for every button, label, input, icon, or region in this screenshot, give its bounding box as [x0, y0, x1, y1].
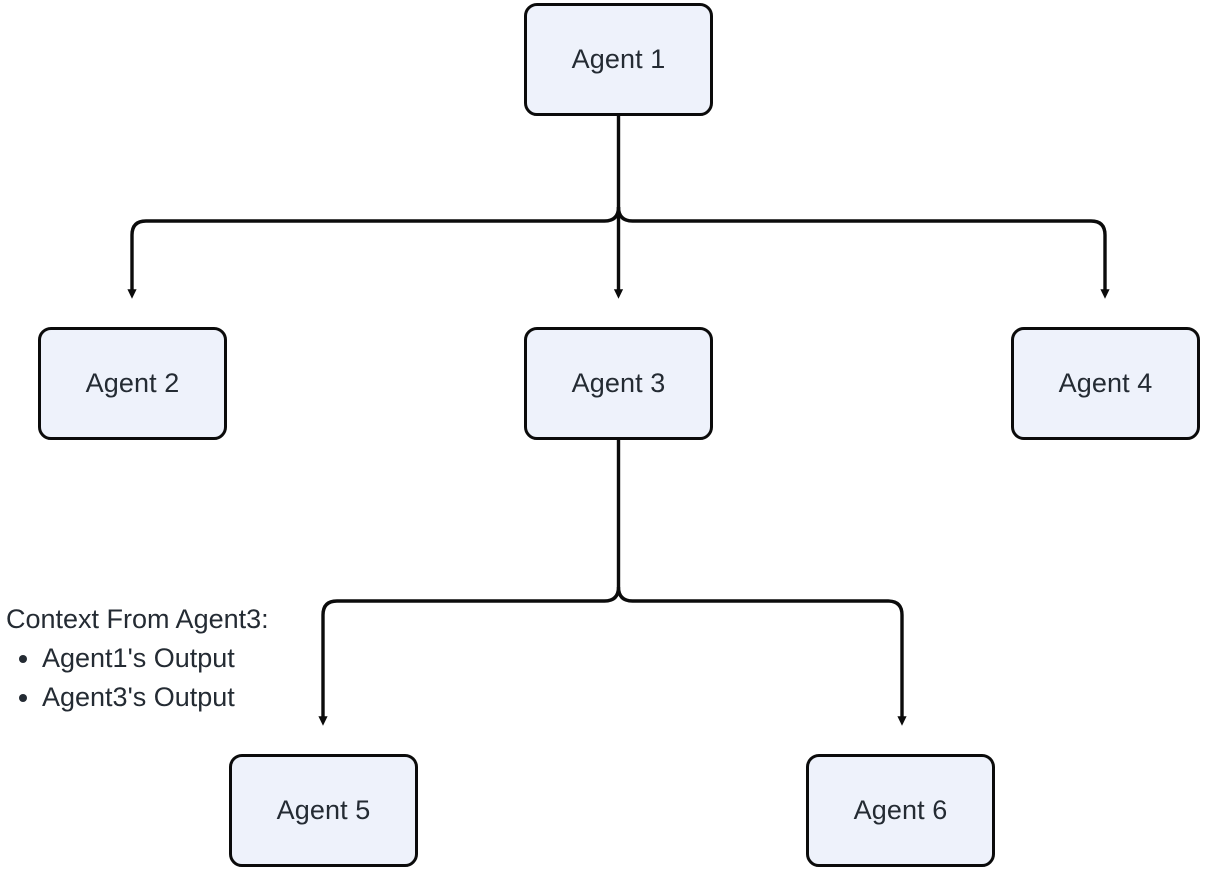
edge-agent3-to-agent5 [318, 586, 621, 726]
node-agent1-label: Agent 1 [571, 44, 666, 74]
edge-agent1-to-agent2 [127, 206, 621, 299]
context-annotation-title: Context From Agent3: [6, 604, 269, 634]
node-agent5[interactable]: Agent 5 [229, 754, 418, 867]
list-item: Agent3's Output [42, 678, 269, 716]
node-agent3-label: Agent 3 [571, 368, 666, 398]
list-item: Agent1's Output [42, 639, 269, 677]
node-agent4[interactable]: Agent 4 [1011, 327, 1200, 440]
node-agent6-label: Agent 6 [853, 795, 948, 825]
node-agent5-label: Agent 5 [276, 795, 371, 825]
node-agent3[interactable]: Agent 3 [524, 327, 713, 440]
node-agent1[interactable]: Agent 1 [524, 3, 713, 116]
context-annotation: Context From Agent3: Agent1's Output Age… [6, 600, 269, 716]
node-agent6[interactable]: Agent 6 [806, 754, 995, 867]
edge-agent1-to-agent4 [616, 206, 1110, 299]
edge-agent3-to-agent6 [616, 586, 907, 726]
node-agent2-label: Agent 2 [85, 368, 180, 398]
context-annotation-list: Agent1's Output Agent3's Output [6, 639, 269, 716]
node-agent2[interactable]: Agent 2 [38, 327, 227, 440]
node-agent4-label: Agent 4 [1058, 368, 1153, 398]
